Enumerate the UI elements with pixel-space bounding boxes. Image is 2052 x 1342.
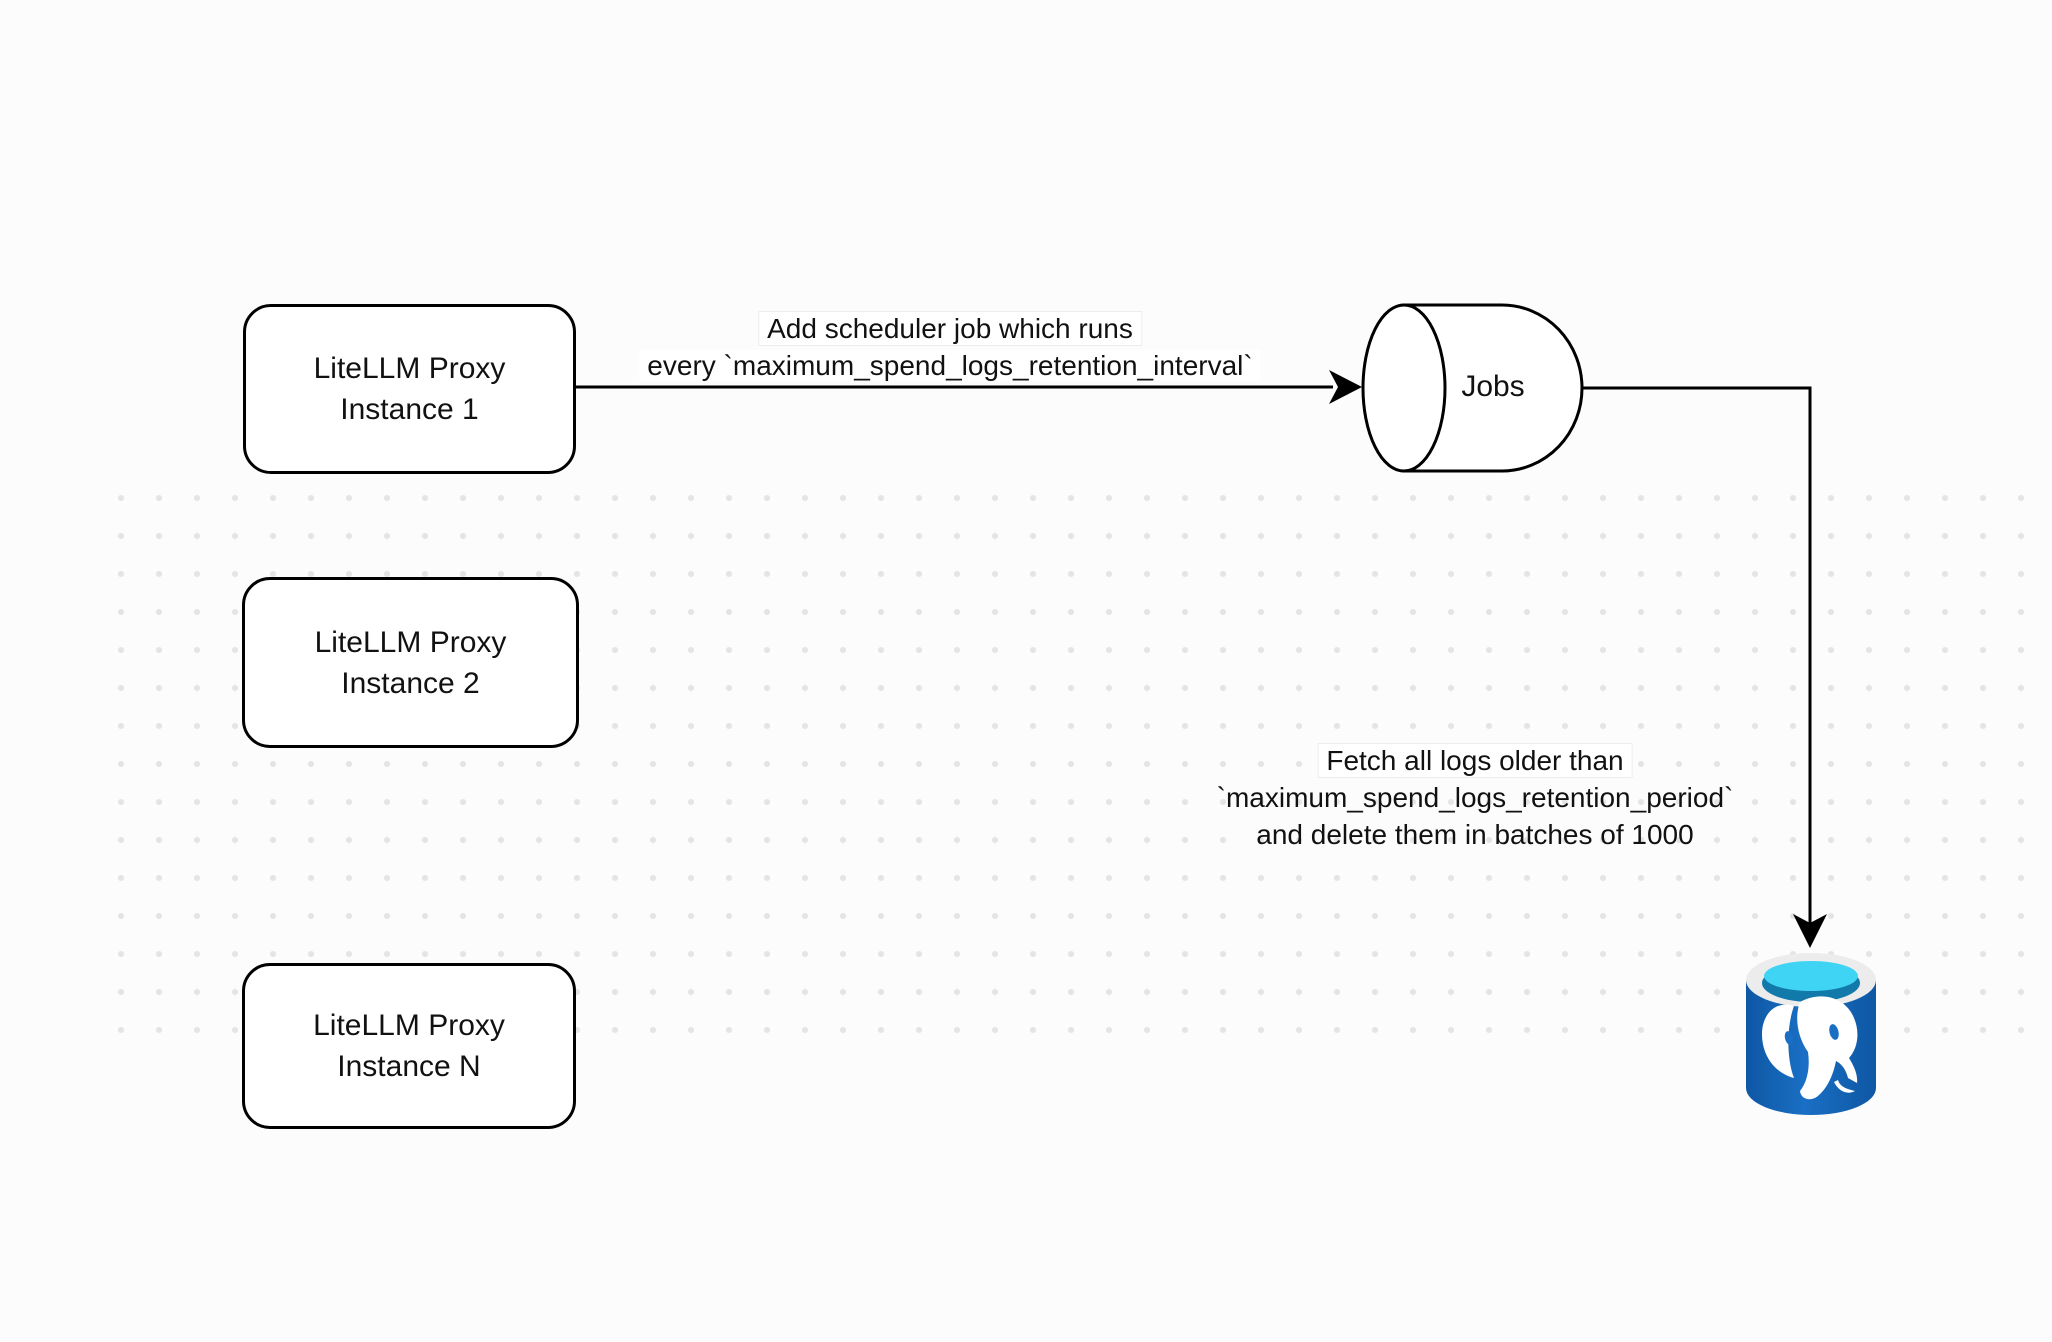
node-litellm-proxy-instance-1: LiteLLM Proxy Instance 1 [243, 304, 576, 474]
jobs-node-label: Jobs [1461, 370, 1525, 403]
node-label-line: Instance 2 [341, 666, 480, 700]
node-label-line: LiteLLM Proxy [313, 1009, 505, 1042]
database-cylinder-liquid [1764, 961, 1858, 991]
edge-label-cleanup-line2: `maximum_spend_logs_retention_period` [1216, 782, 1734, 813]
edge-label-cleanup: Fetch all logs older than `maximum_spend… [1216, 742, 1734, 853]
edge-label-cleanup-line3: and delete them in batches of 1000 [1256, 819, 1694, 850]
node-litellm-proxy-instance-2: LiteLLM Proxy Instance 2 [242, 577, 579, 748]
edge-label-schedule: Add scheduler job which runs every `maxi… [639, 310, 1261, 384]
arrowhead-right-icon [1329, 370, 1362, 404]
node-label-line: Instance 1 [340, 393, 479, 426]
postgres-elephant-icon [1762, 996, 1858, 1100]
edge-label-schedule-line2: every `maximum_spend_logs_retention_inte… [639, 350, 1261, 381]
postgresql-database-icon [1746, 953, 1876, 1115]
edge-label-cleanup-line1: Fetch all logs older than [1317, 743, 1633, 778]
node-label-line: LiteLLM Proxy [314, 625, 507, 659]
node-label-line: Instance N [337, 1050, 481, 1083]
edge-label-schedule-line1: Add scheduler job which runs [758, 311, 1142, 346]
node-litellm-proxy-instance-n: LiteLLM Proxy Instance N [242, 963, 576, 1129]
node-label-line: LiteLLM Proxy [313, 352, 506, 385]
